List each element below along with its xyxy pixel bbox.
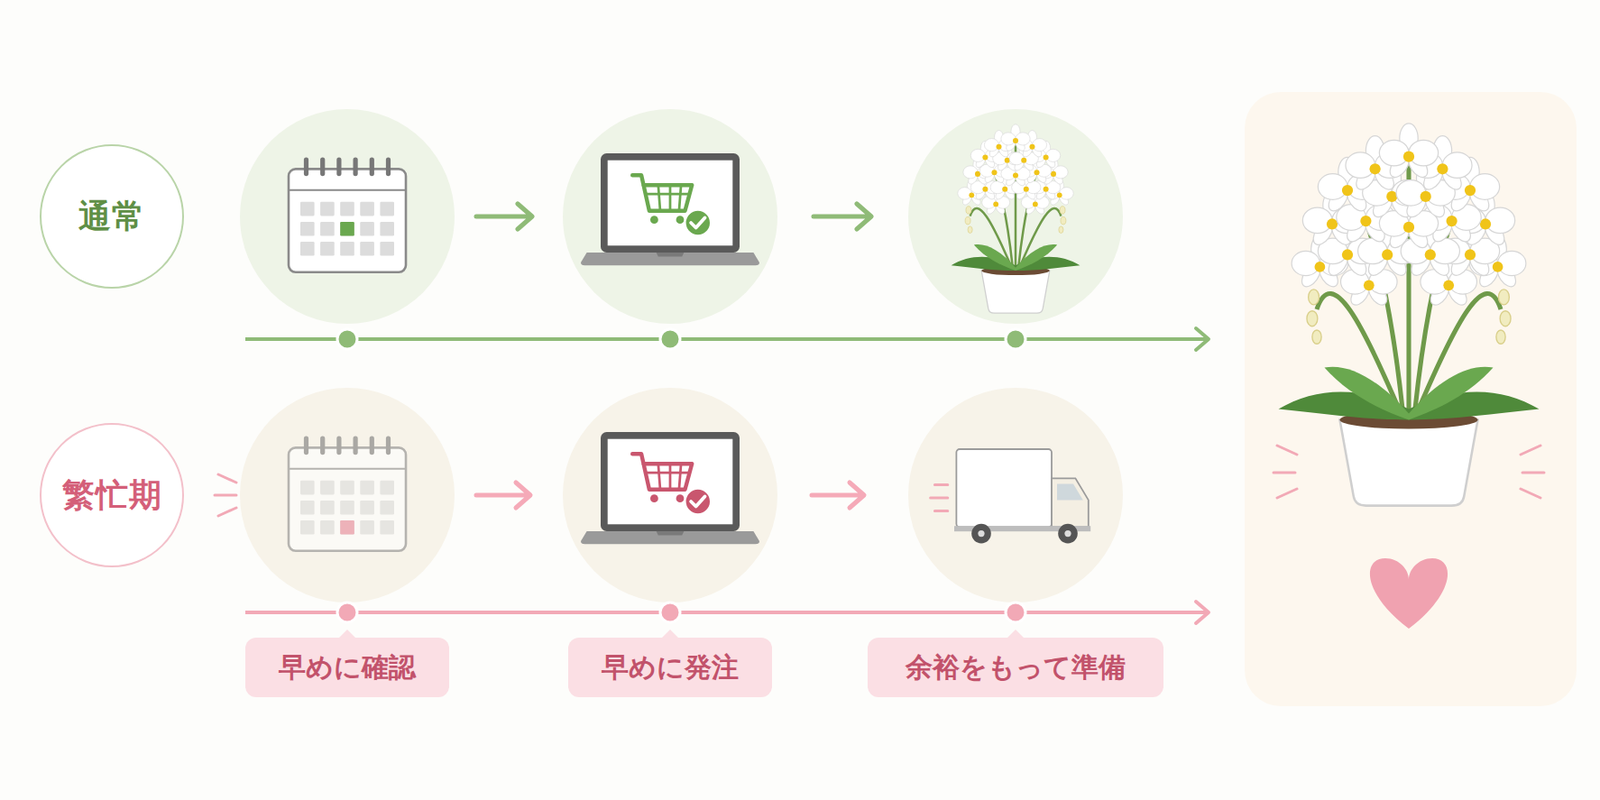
laptop-cart-icon <box>580 153 760 266</box>
calendar-icon <box>288 156 406 272</box>
heart-symbol <box>1370 558 1448 629</box>
step-note: 早めに発注 <box>568 637 773 698</box>
step-note: 余裕をもって準備 <box>867 637 1164 698</box>
timeline <box>245 601 1209 624</box>
calendar-icon <box>288 435 406 551</box>
step-note: 早めに確認 <box>245 637 450 698</box>
step-circles <box>239 109 1123 603</box>
node-label: 早めに発注 <box>601 649 739 687</box>
node-label: 繁忙期 <box>62 473 163 518</box>
node-label: 早めに確認 <box>278 649 416 687</box>
result-panel <box>1244 91 1577 707</box>
orchid-illustration <box>1278 123 1540 506</box>
row-label-circle: 繁忙期 <box>39 422 184 568</box>
timeline <box>245 328 1209 350</box>
truck-icon <box>930 449 1092 543</box>
node-label: 通常 <box>78 194 146 240</box>
orchid-icon <box>951 124 1081 313</box>
step-arrow <box>476 203 872 230</box>
row-label-circle: 通常 <box>39 144 184 289</box>
node-label: 余裕をもって準備 <box>905 649 1126 687</box>
emphasis-marks <box>214 445 1545 516</box>
step-arrow <box>476 482 865 508</box>
laptop-cart-icon <box>580 432 760 544</box>
